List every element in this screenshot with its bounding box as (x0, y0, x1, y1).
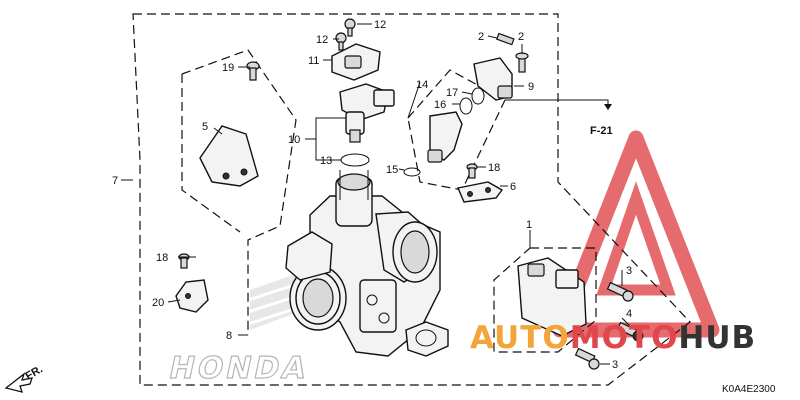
callout-14: 14 (416, 79, 428, 91)
sensor-outline-1 (493, 247, 597, 353)
callout-6: 6 (510, 181, 516, 193)
bolt-18-a (466, 163, 478, 179)
callout-3b: 3 (612, 359, 618, 371)
seal-17 (471, 87, 485, 105)
diagram-code: K0A4E2300 (722, 384, 776, 395)
screw-3-a (606, 281, 634, 302)
assembly-outline-8 (181, 49, 297, 335)
o-ring-13 (340, 153, 370, 167)
callout-19: 19 (222, 62, 234, 74)
plate-6 (457, 181, 504, 203)
bolt-19 (246, 61, 260, 81)
callout-1: 1 (526, 219, 532, 231)
callout-4: 4 (626, 308, 632, 320)
callout-5: 5 (202, 121, 208, 133)
screw-3-b (574, 347, 600, 370)
screw-12-a (344, 18, 356, 37)
callout-20: 20 (152, 297, 164, 309)
callout-18a: 18 (488, 162, 500, 174)
front-direction-arrow (4, 372, 33, 393)
callout-18b: 18 (156, 252, 168, 264)
callout-8: 8 (226, 330, 232, 342)
callout-2a: 2 (478, 31, 484, 43)
callout-12a: 12 (374, 19, 386, 31)
o-ring-15 (403, 167, 421, 177)
assembly-outline-7 (132, 13, 691, 386)
callout-13: 13 (320, 155, 332, 167)
bolt-18-b (178, 253, 190, 269)
bolt-2-a (496, 32, 515, 46)
callout-16: 16 (434, 99, 446, 111)
callout-2b: 2 (518, 31, 524, 43)
bolt-2-b (515, 52, 529, 73)
callout-9: 9 (528, 81, 534, 93)
injector (427, 111, 463, 163)
direction-label: FR. (24, 363, 45, 382)
watermark-auto: AUTOMOTOHUB (470, 320, 756, 356)
callout-15: 15 (386, 164, 398, 176)
gasket (405, 321, 449, 357)
callout-11: 11 (308, 55, 319, 67)
honda-watermark-text: HONDA (166, 351, 312, 386)
leader-lines (121, 23, 631, 365)
reference-label-f21: F-21 (590, 125, 613, 137)
screw-12-b (335, 32, 347, 51)
callout-12b: 12 (316, 34, 328, 46)
bracket-5 (199, 125, 259, 187)
callout-3a: 3 (626, 265, 632, 277)
screw-4 (616, 321, 644, 342)
seal-16 (459, 97, 473, 115)
callout-17: 17 (446, 87, 458, 99)
cover-plate-11 (331, 43, 381, 81)
callout-10: 10 (288, 134, 300, 146)
sensor-10 (339, 83, 395, 143)
sensor-unit-1 (517, 257, 587, 337)
connector-9 (473, 57, 513, 101)
throttle-body (285, 170, 441, 357)
bracket-20 (175, 279, 209, 313)
brand-watermark: AUTOMOTOHUB (470, 320, 756, 356)
injector-outline-14 (407, 69, 506, 191)
callout-7: 7 (112, 175, 118, 187)
